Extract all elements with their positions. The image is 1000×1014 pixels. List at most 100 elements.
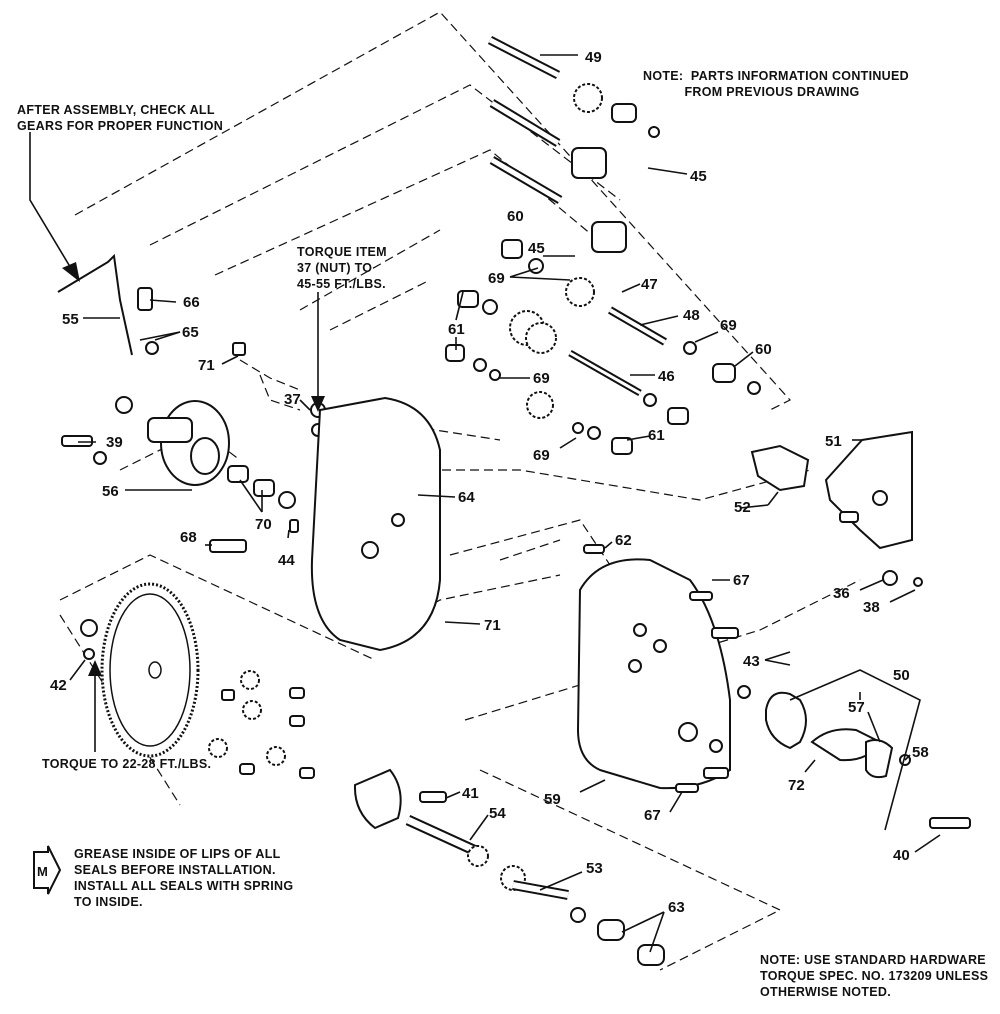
case-59-hole-4 bbox=[678, 722, 698, 742]
callout-44: 44 bbox=[278, 552, 295, 569]
callout-46: 46 bbox=[658, 368, 675, 385]
bolt-upper bbox=[711, 627, 739, 639]
shaft-upper-2 bbox=[489, 99, 561, 147]
callout-53: 53 bbox=[586, 860, 603, 877]
ring-top bbox=[648, 126, 660, 138]
nut-71a bbox=[232, 342, 246, 356]
callout-57: 57 bbox=[848, 699, 865, 716]
note-check-gears: AFTER ASSEMBLY, CHECK ALL GEARS FOR PROP… bbox=[17, 103, 224, 133]
pin-4 bbox=[299, 767, 315, 779]
brake-drum bbox=[765, 691, 807, 750]
leader-lines bbox=[29, 54, 941, 953]
callout-52: 52 bbox=[734, 499, 751, 516]
spring-1 bbox=[221, 689, 235, 701]
washer-61a bbox=[482, 299, 498, 315]
washer-ring bbox=[80, 619, 98, 637]
grease-symbol-letter: M bbox=[37, 864, 48, 879]
bolt-40 bbox=[929, 817, 971, 829]
callout-37: 37 bbox=[284, 391, 301, 408]
pin-67b bbox=[675, 783, 699, 793]
pin-3 bbox=[239, 763, 255, 775]
callout-41: 41 bbox=[462, 785, 479, 802]
callout-47: 47 bbox=[641, 276, 658, 293]
callout-56: 56 bbox=[102, 483, 119, 500]
washer-70 bbox=[278, 491, 296, 509]
shift-fork-1 bbox=[571, 147, 607, 179]
callout-69c: 69 bbox=[533, 370, 550, 387]
washer-36 bbox=[882, 570, 898, 586]
callout-65: 65 bbox=[182, 324, 199, 341]
washer-mid bbox=[643, 393, 657, 407]
shaft-46 bbox=[568, 349, 642, 397]
shift-rod-55 bbox=[57, 253, 133, 356]
bolts-68 bbox=[209, 539, 247, 553]
callout-61b: 61 bbox=[648, 427, 665, 444]
pinion-3 bbox=[208, 738, 228, 758]
callout-66: 66 bbox=[183, 294, 200, 311]
bracket-51-pin bbox=[839, 511, 859, 523]
pinion-1 bbox=[240, 670, 260, 690]
callout-71b: 71 bbox=[484, 617, 501, 634]
bushing-61b bbox=[445, 344, 465, 362]
case-64-hole-2 bbox=[391, 513, 405, 527]
callout-60b: 60 bbox=[755, 341, 772, 358]
case-59-hole-1 bbox=[633, 623, 647, 637]
pin-67a bbox=[689, 591, 713, 601]
shaft-upper-3 bbox=[489, 156, 563, 204]
brake-shoe-57 bbox=[865, 739, 894, 779]
nut-42 bbox=[83, 648, 95, 660]
callout-48: 48 bbox=[683, 307, 700, 324]
washer-r2 bbox=[709, 739, 723, 753]
washer-69c bbox=[683, 341, 697, 355]
sprocket-54 bbox=[467, 845, 489, 867]
ring-69b bbox=[489, 369, 501, 381]
bearing-63a bbox=[597, 919, 625, 941]
shaft-48 bbox=[607, 306, 668, 346]
callout-54: 54 bbox=[489, 805, 506, 822]
shaft-49 bbox=[487, 35, 561, 80]
shaft-54 bbox=[405, 814, 481, 858]
shift-fork-2 bbox=[591, 221, 627, 253]
bushing-top bbox=[611, 103, 637, 123]
gear-shaft-69 bbox=[526, 391, 554, 419]
washer-60b bbox=[747, 381, 761, 395]
callout-69b: 69 bbox=[720, 317, 737, 334]
bolt-41 bbox=[419, 791, 447, 803]
case-64-hole-1 bbox=[361, 541, 379, 559]
washer-53 bbox=[570, 907, 586, 923]
ring-gear bbox=[100, 582, 200, 758]
callout-69d: 69 bbox=[533, 447, 550, 464]
bracket-51-hole bbox=[872, 490, 888, 506]
washer-69e bbox=[587, 426, 601, 440]
part-shapes bbox=[57, 35, 971, 966]
bolt-lower bbox=[703, 767, 729, 779]
bearing-63b bbox=[637, 944, 665, 966]
callout-50: 50 bbox=[893, 667, 910, 684]
bushing-70a bbox=[227, 465, 249, 483]
note-parts-continued: NOTE: PARTS INFORMATION CONTINUED FROM P… bbox=[643, 69, 909, 99]
callout-64: 64 bbox=[458, 489, 475, 506]
washer-69d bbox=[572, 422, 584, 434]
bracket-52 bbox=[750, 444, 810, 492]
sprocket-lower bbox=[525, 322, 557, 354]
gear-small-top bbox=[573, 83, 603, 113]
bushing-61d bbox=[611, 437, 633, 455]
pin-2 bbox=[289, 715, 305, 727]
washer-left bbox=[115, 396, 133, 414]
callout-68: 68 bbox=[180, 529, 197, 546]
bushing-60b bbox=[712, 363, 736, 383]
callout-43: 43 bbox=[743, 653, 760, 670]
callout-70: 70 bbox=[255, 516, 272, 533]
case-59-hole-2 bbox=[653, 639, 667, 653]
callout-67a: 67 bbox=[733, 572, 750, 589]
callout-61a: 61 bbox=[448, 321, 465, 338]
lever-66 bbox=[137, 287, 153, 311]
screw-44 bbox=[289, 519, 299, 533]
case-59-hole-3 bbox=[628, 659, 642, 673]
callouts: 49 45 60 45 66 69 47 55 65 48 69 61 71 6… bbox=[50, 49, 929, 916]
bushing-70b bbox=[253, 479, 275, 497]
callout-40: 40 bbox=[893, 847, 910, 864]
pin-1 bbox=[289, 687, 305, 699]
washer-39 bbox=[93, 451, 107, 465]
